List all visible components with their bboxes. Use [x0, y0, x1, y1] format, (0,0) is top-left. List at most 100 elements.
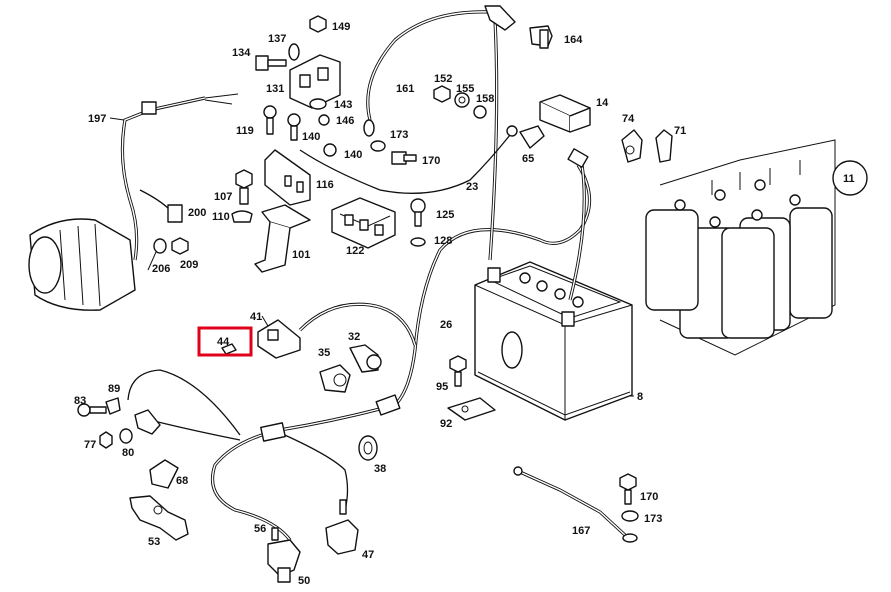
- label-146: 146: [336, 115, 354, 127]
- part-107: [235, 169, 253, 205]
- part-137-washer: [288, 43, 300, 61]
- cell-callout-circle: [832, 160, 868, 196]
- part-35: [319, 364, 351, 393]
- part-173-top: [370, 140, 386, 152]
- label-56: 56: [254, 523, 266, 535]
- label-128: 128: [434, 235, 452, 247]
- part-149: [309, 15, 327, 33]
- label-209: 209: [180, 259, 198, 271]
- label-167: 167: [572, 525, 590, 537]
- label-50: 50: [298, 575, 310, 587]
- part-125: [410, 198, 426, 227]
- label-74: 74: [622, 113, 635, 125]
- wire-23: [299, 125, 518, 194]
- cable-161: [363, 5, 516, 261]
- label-95: 95: [436, 381, 448, 393]
- battery-cells-assembly: [645, 139, 868, 356]
- label-152: 152: [434, 73, 452, 85]
- part-101: [254, 204, 311, 273]
- part-164: [529, 25, 553, 49]
- label-200: 200: [188, 207, 206, 219]
- part-119: [263, 105, 277, 135]
- part-53: [129, 495, 189, 541]
- part-14: [539, 94, 591, 133]
- part-110: [231, 210, 253, 223]
- part-155: [454, 92, 470, 108]
- part-92: [447, 397, 496, 421]
- label-38: 38: [374, 463, 386, 475]
- part-56: [271, 527, 279, 541]
- label-119: 119: [236, 125, 254, 137]
- label-131: 131: [266, 83, 284, 95]
- part-131-bracket: [289, 54, 341, 109]
- part-146: [318, 114, 330, 126]
- label-170a: 170: [422, 155, 440, 167]
- part-209: [171, 237, 189, 255]
- label-155: 155: [456, 83, 474, 95]
- label-143: 143: [334, 99, 352, 111]
- label-8: 8: [637, 391, 643, 403]
- label-164: 164: [564, 34, 583, 46]
- label-89: 89: [108, 383, 120, 395]
- label-197: 197: [88, 113, 106, 125]
- part-173-bottom: [621, 510, 639, 522]
- label-158: 158: [476, 93, 494, 105]
- part-77: [99, 431, 113, 449]
- label-83: 83: [74, 395, 86, 407]
- label-140a: 140: [302, 131, 320, 143]
- label-65: 65: [522, 153, 534, 165]
- label-11: 11: [843, 173, 855, 185]
- label-110: 110: [212, 211, 230, 223]
- part-140a: [287, 113, 301, 141]
- part-44: [221, 343, 237, 355]
- cable-167: [513, 466, 638, 543]
- leader-lines: [109, 117, 634, 397]
- label-173b: 173: [644, 513, 662, 525]
- label-77: 77: [84, 439, 96, 451]
- label-26: 26: [440, 319, 452, 331]
- label-35: 35: [318, 347, 330, 359]
- label-47: 47: [362, 549, 374, 561]
- part-152: [433, 85, 451, 103]
- part-158: [473, 105, 487, 119]
- part-74: [621, 129, 643, 163]
- label-149: 149: [332, 21, 350, 33]
- label-134: 134: [232, 47, 251, 59]
- label-53: 53: [148, 536, 160, 548]
- label-44: 44: [217, 336, 230, 348]
- label-173a: 173: [390, 129, 408, 141]
- label-101: 101: [292, 249, 310, 261]
- part-140b: [323, 143, 337, 157]
- part-89: [105, 397, 121, 415]
- label-71: 71: [674, 125, 686, 137]
- part-50-sensor: [267, 539, 301, 583]
- part-47: [325, 499, 359, 555]
- part-38: [358, 435, 378, 461]
- label-140b: 140: [344, 149, 362, 161]
- highlight-box-44: [197, 326, 253, 357]
- label-170b: 170: [640, 491, 658, 503]
- part-116: [264, 149, 311, 206]
- label-41: 41: [250, 311, 262, 323]
- label-206: 206: [152, 263, 170, 275]
- part-80: [119, 428, 133, 444]
- label-107: 107: [214, 191, 232, 203]
- main-battery: [474, 261, 633, 421]
- part-143: [309, 98, 327, 110]
- label-161: 161: [396, 83, 414, 95]
- part-71: [655, 129, 673, 163]
- part-83: [77, 403, 107, 417]
- label-116: 116: [316, 179, 334, 191]
- label-122: 122: [346, 245, 364, 257]
- label-80: 80: [122, 447, 134, 459]
- label-14: 14: [596, 97, 609, 109]
- callout-labels: 149 137 134 131 143 146 119 140 140 161 …: [74, 21, 855, 587]
- clamp-left: [134, 409, 161, 435]
- part-41: [257, 319, 301, 359]
- label-23: 23: [466, 181, 478, 193]
- part-134-bolt: [255, 55, 287, 71]
- part-200: [167, 204, 183, 223]
- harness-main: [127, 302, 417, 541]
- label-137: 137: [268, 33, 286, 45]
